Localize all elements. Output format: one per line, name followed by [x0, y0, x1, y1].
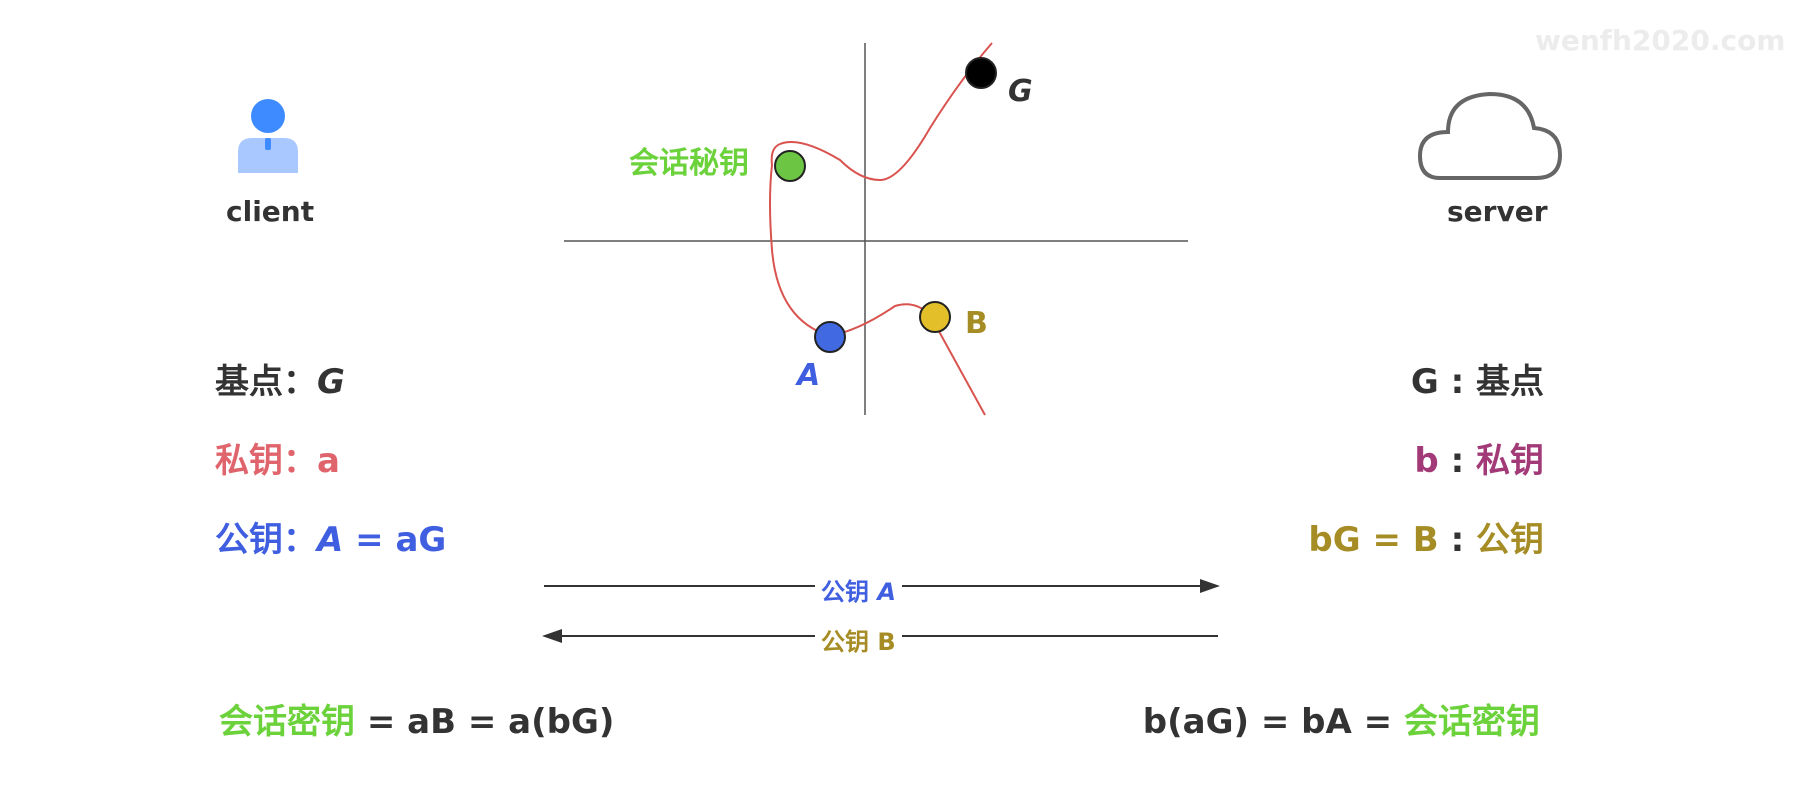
cloud-icon	[1417, 91, 1563, 180]
server-base-point: G : 基点	[1411, 354, 1544, 403]
client-session-key: 会话密钥 = aB = a(bG)	[219, 694, 614, 743]
point-b	[919, 301, 951, 333]
arrow-to-server-prefix: 公钥	[821, 578, 878, 606]
client-label: client	[226, 195, 315, 228]
client-public-rest: = aG	[343, 520, 447, 560]
arrow-to-server-head	[1200, 579, 1220, 593]
server-base-value: G	[1410, 362, 1451, 402]
user-icon	[238, 99, 298, 173]
client-private-label: 私钥：	[215, 441, 317, 481]
arrow-to-server-label: 公钥 A	[815, 572, 902, 607]
arrow-to-client-var: B	[877, 628, 896, 656]
label-b: B	[965, 306, 988, 341]
client-public-label: 公钥：	[215, 520, 317, 560]
label-session: 会话秘钥	[629, 146, 749, 181]
server-base-sep: :	[1450, 362, 1476, 402]
arrow-to-client-head	[542, 629, 562, 643]
client-public-var: A	[317, 520, 344, 560]
server-public-key: bG = B : 公钥	[1308, 512, 1544, 561]
server-public-value: bG = B	[1308, 520, 1451, 560]
point-a	[814, 321, 846, 353]
arrow-to-client-prefix: 公钥	[821, 628, 878, 656]
client-base-label: 基点：	[215, 362, 317, 402]
server-label: server	[1447, 195, 1548, 228]
server-private-label: 私钥	[1476, 441, 1544, 481]
client-base-value: G	[317, 362, 345, 402]
client-public-key: 公钥：A = aG	[215, 512, 446, 561]
server-private-sep: :	[1450, 441, 1476, 481]
server-session-prefix: b(aG) = bA =	[1142, 702, 1404, 742]
client-session-rest: = aB = a(bG)	[355, 702, 615, 742]
client-session-label: 会话密钥	[219, 702, 355, 742]
arrow-to-client-label: 公钥 B	[815, 622, 902, 657]
server-private-value: b	[1414, 441, 1451, 481]
server-base-label: 基点	[1476, 362, 1544, 402]
server-public-sep: :	[1450, 520, 1476, 560]
client-private-key: 私钥：a	[215, 433, 340, 482]
label-g: G	[1008, 74, 1033, 109]
server-session-key: b(aG) = bA = 会话密钥	[1143, 694, 1540, 743]
client-base-point: 基点：G	[215, 354, 345, 403]
server-session-label: 会话密钥	[1404, 702, 1540, 742]
server-private-key: b : 私钥	[1414, 433, 1544, 482]
point-g	[965, 57, 997, 89]
label-a: A	[797, 358, 821, 393]
elliptic-curve-upper	[769, 42, 993, 416]
server-public-label: 公钥	[1476, 520, 1544, 560]
watermark: wenfh2020.com	[1535, 24, 1786, 57]
client-private-value: a	[317, 441, 340, 481]
arrow-to-server-var: A	[877, 578, 896, 606]
point-session	[774, 150, 806, 182]
